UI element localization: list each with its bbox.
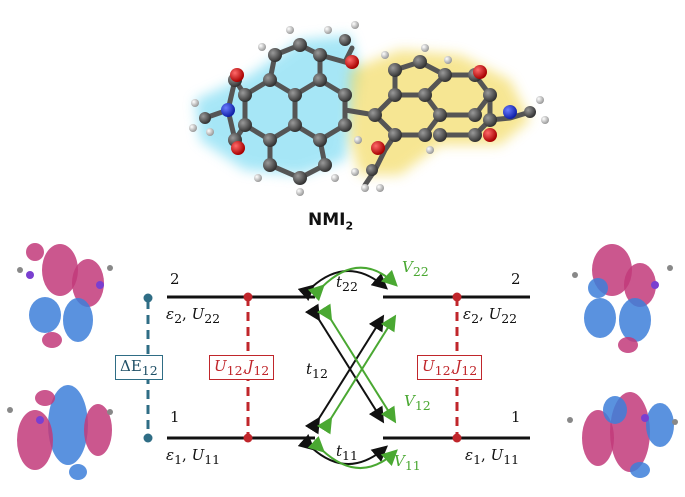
v12-label: V12 (404, 392, 431, 413)
right-bottom-energy-label: ε1, U11 (465, 446, 520, 467)
cross-arrows (304, 303, 397, 435)
left-bottom-energy-label: ε1, U11 (166, 446, 221, 467)
v11-label: V11 (394, 452, 421, 473)
right-uj-box: U12,J12 (417, 355, 483, 380)
orbital-top-left (17, 243, 113, 348)
v12-arrow-b (316, 314, 397, 435)
delta-e-box: ΔE12 (115, 355, 163, 380)
left-top-energy-label: ε2, U22 (166, 305, 221, 326)
bottom-curved-arrows (297, 434, 398, 469)
molecule-nmi2 (189, 21, 549, 196)
right-top-energy-label: ε2, U22 (463, 305, 518, 326)
t11-label: t11 (336, 442, 358, 463)
right-bottom-index: 1 (511, 408, 521, 426)
v11-arrow (307, 435, 398, 469)
molecule-title: NMI2 (308, 210, 354, 233)
right-top-index: 2 (511, 270, 521, 288)
orbital-top-right (572, 244, 673, 353)
left-bottom-index: 1 (170, 408, 180, 426)
right-uj-connector (452, 292, 462, 443)
t22-label: t22 (336, 273, 358, 294)
t12-label: t12 (306, 360, 328, 381)
left-uj-box: U12,J12 (209, 355, 275, 380)
orbital-bottom-left (7, 385, 113, 480)
orbital-bottom-right (567, 392, 678, 478)
left-uj-connector (243, 292, 253, 443)
top-curved-arrows (297, 266, 398, 302)
left-top-index: 2 (170, 270, 180, 288)
v22-label: V22 (402, 258, 429, 279)
v22-arrow (307, 266, 398, 302)
